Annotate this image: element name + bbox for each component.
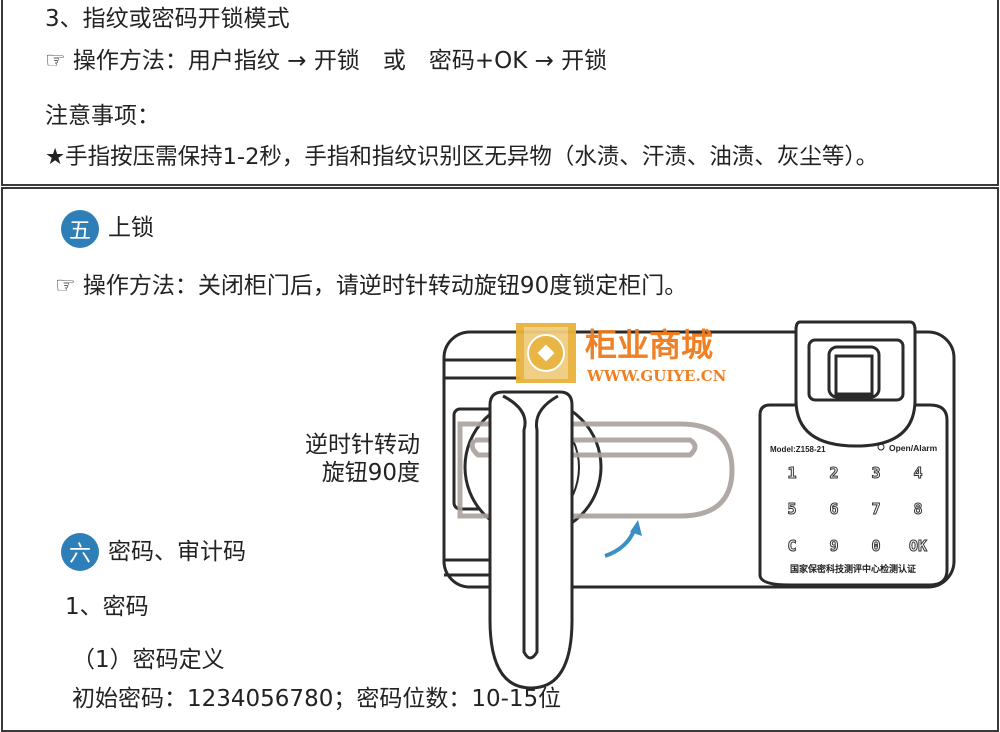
keypad-key: 3 — [871, 464, 880, 482]
keypad-model: Model:Z158-21 — [770, 445, 826, 454]
section6-title: 密码、审计码 — [108, 539, 246, 565]
rotate-label-line1: 逆时针转动 — [305, 432, 420, 458]
keypad-indicator: Open/Alarm — [889, 443, 938, 453]
watermark-logo: 柜业商城 WWW.GUIYE.CN — [516, 323, 727, 385]
section3-method: ☞ 操作方法：用户指纹 → 开锁 或 密码+OK → 开锁 — [45, 48, 608, 74]
keypad-key: 7 — [871, 500, 880, 518]
section5-number-badge: 五 — [61, 210, 99, 248]
keypad-key: OK — [909, 537, 927, 555]
watermark-url: WWW.GUIYE.CN — [586, 367, 727, 385]
keypad-key: 9 — [829, 537, 838, 555]
note-text: ★手指按压需保持1-2秒，手指和指纹识别区无异物（水渍、汗渍、油渍、灰尘等）。 — [45, 144, 879, 170]
section5-title: 上锁 — [108, 215, 154, 241]
keypad-certification: 国家保密科技测评中心检测认证 — [790, 563, 916, 575]
password-definition-heading: （1）密码定义 — [72, 647, 225, 673]
keypad-key: 0 — [871, 537, 880, 555]
section3-title: 3、指纹或密码开锁模式 — [45, 6, 290, 32]
indicator-led-icon — [877, 443, 885, 451]
keypad-key: 8 — [913, 500, 922, 518]
password-subheading: 1、密码 — [65, 594, 149, 620]
keypad-key: 2 — [829, 464, 838, 482]
keypad-panel — [758, 403, 949, 587]
keypad-key: C — [787, 537, 796, 555]
section6-number-badge: 六 — [61, 533, 99, 571]
keypad-key: 4 — [913, 464, 922, 482]
keypad-key: 6 — [829, 500, 838, 518]
notes-title: 注意事项： — [45, 103, 160, 129]
keypad-key: 1 — [787, 464, 796, 482]
top-panel — [1, 0, 999, 186]
password-definition: 初始密码：1234056780；密码位数：10-15位 — [72, 686, 562, 712]
watermark-name: 柜业商城 — [585, 326, 713, 364]
knob-lever — [488, 390, 574, 690]
keypad-key: 5 — [787, 500, 796, 518]
lock-bolt — [457, 421, 735, 519]
rotate-label-line2: 旋钮90度 — [321, 460, 420, 486]
rotate-label: 逆时针转动 旋钮90度 — [305, 431, 420, 487]
section5-method: ☞ 操作方法：关闭柜门后，请逆时针转动旋钮90度锁定柜门。 — [55, 273, 688, 299]
